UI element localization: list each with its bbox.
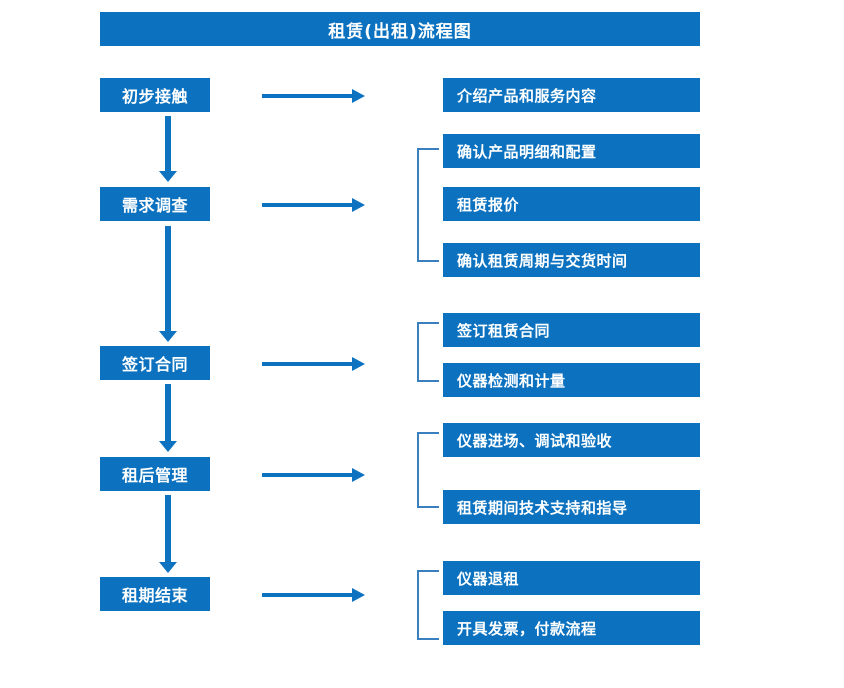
stage-box-3: 签订合同	[100, 346, 210, 380]
arrow-shaft	[262, 94, 354, 98]
arrow-shaft	[262, 473, 354, 477]
detail-box-7: 仪器进场、调试和验收	[443, 423, 700, 457]
arrow-shaft	[262, 593, 354, 597]
arrow-shaft	[165, 384, 171, 441]
detail-box-9: 仪器退租	[443, 561, 700, 595]
arrow-stage-4-to-5-icon	[159, 495, 177, 573]
detail-box-3: 租赁报价	[443, 187, 700, 221]
arrow-head	[159, 171, 177, 182]
arrow-shaft	[262, 362, 354, 366]
stage-box-2: 需求调查	[100, 187, 210, 221]
arrow-head	[352, 89, 365, 103]
arrow-head	[159, 441, 177, 452]
arrow-head	[352, 468, 365, 482]
arrow-shaft	[165, 226, 171, 331]
detail-box-1: 介绍产品和服务内容	[443, 78, 700, 112]
bracket-group-end	[417, 570, 439, 640]
stage-box-1: 初步接触	[100, 78, 210, 112]
bracket-group-management	[417, 432, 439, 508]
arrow-head	[352, 198, 365, 212]
arrow-stage-1-to-2-icon	[159, 116, 177, 182]
arrow-shaft	[165, 495, 171, 562]
arrow-stage-3-to-4-icon	[159, 384, 177, 452]
detail-box-8: 租赁期间技术支持和指导	[443, 490, 700, 524]
stage-box-5: 租期结束	[100, 577, 210, 611]
arrow-head	[352, 357, 365, 371]
detail-box-5: 签订租赁合同	[443, 313, 700, 347]
detail-box-6: 仪器检测和计量	[443, 363, 700, 397]
detail-box-10: 开具发票，付款流程	[443, 611, 700, 645]
arrow-head	[159, 331, 177, 342]
arrow-shaft	[262, 203, 354, 207]
arrow-shaft	[165, 116, 171, 171]
stage-box-4: 租后管理	[100, 457, 210, 491]
detail-box-4: 确认租赁周期与交货时间	[443, 243, 700, 277]
arrow-stage-2-to-3-icon	[159, 226, 177, 342]
detail-box-2: 确认产品明细和配置	[443, 134, 700, 168]
page-title: 租赁(出租)流程图	[100, 12, 700, 46]
arrow-head	[352, 588, 365, 602]
bracket-group-contract	[417, 322, 439, 382]
bracket-group-requirements	[417, 148, 439, 262]
arrow-head	[159, 562, 177, 573]
